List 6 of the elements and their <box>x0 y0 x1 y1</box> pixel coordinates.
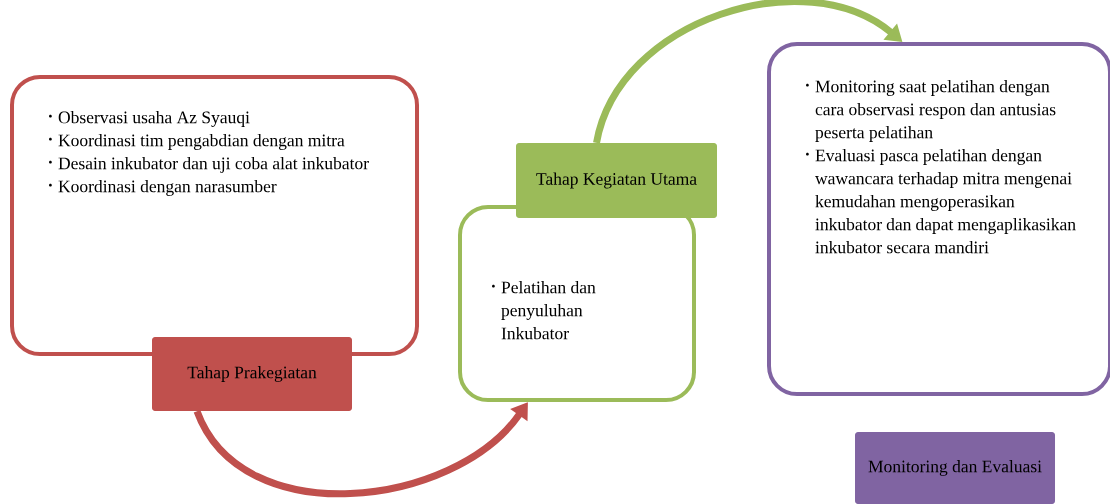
process-box: Observasi usaha Az Syauqi Koordinasi tim pengabdian dengan mitra Desain inkubator dan uji coba alat inkubator Koordinasi dengan narasumber <box>10 75 419 356</box>
stage-label: Tahap Kegiatan Utama <box>516 143 717 218</box>
process-box: Pelatihan dan penyuluhan Inkubator <box>458 205 696 402</box>
stage-label: Tahap Prakegiatan <box>152 337 352 411</box>
process-box: Monitoring saat pelatihan dengan cara observasi respon dan antusias peserta pelatihan Evaluasi pasca pelatihan dengan wawancara terhadap mitra mengenai kemudahan mengoperasikan inkubator dan dapat mengaplikasikan inkubator secara mandiri <box>767 42 1110 396</box>
stage-label: Monitoring dan Evaluasi <box>855 432 1055 504</box>
